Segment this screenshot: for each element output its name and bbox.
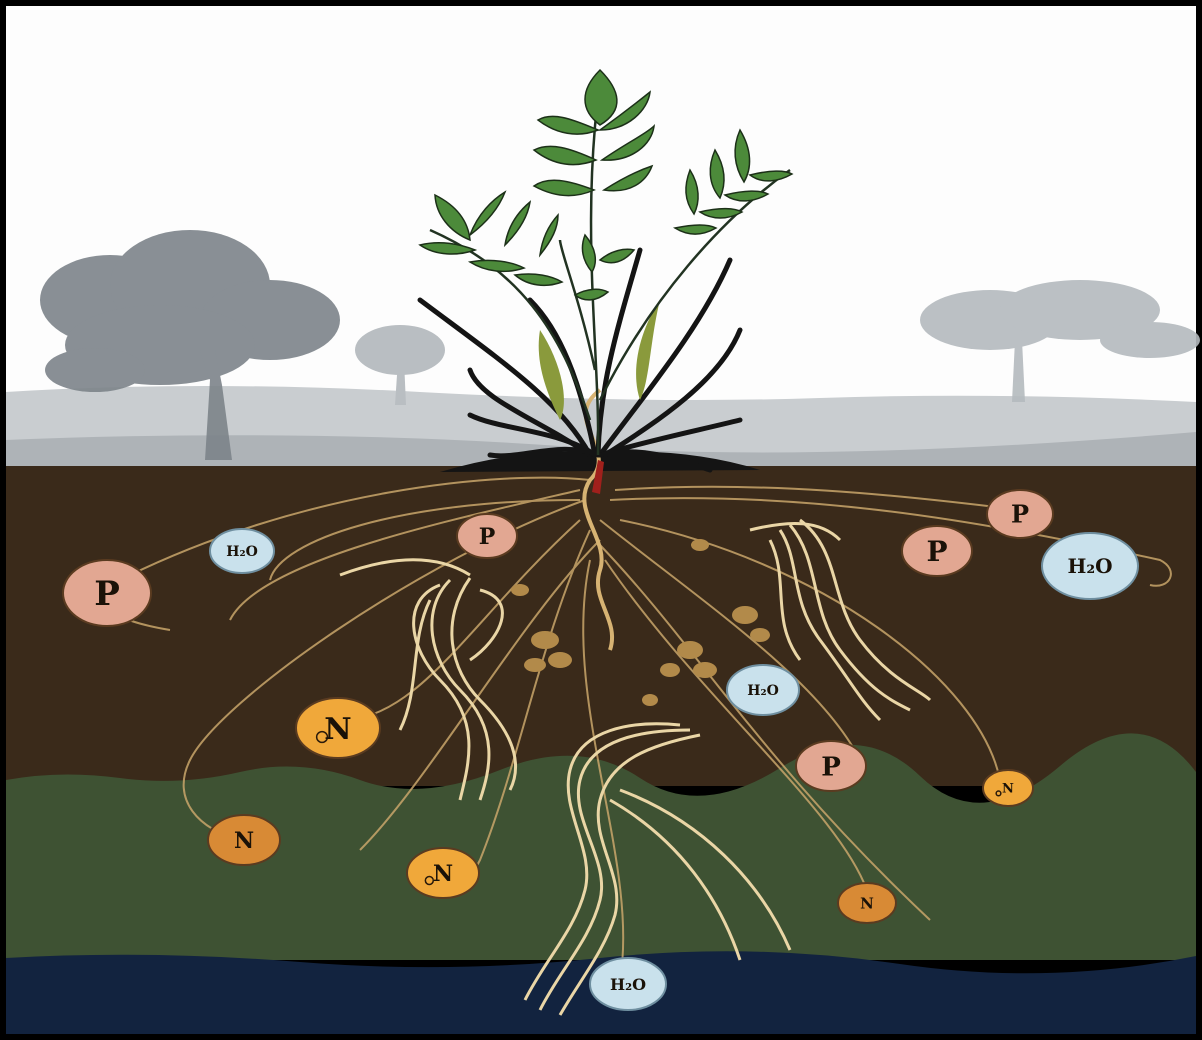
water-badge: H₂O bbox=[1042, 533, 1138, 599]
phosphorus-badge: P bbox=[63, 560, 151, 626]
nitrogen-badge: N bbox=[407, 848, 479, 898]
water-badge-label: H₂O bbox=[610, 975, 646, 994]
phosphorus-badge-label: P bbox=[926, 535, 947, 568]
nitrogen-badge-label: N bbox=[324, 712, 351, 747]
phosphorus-badge: P bbox=[987, 490, 1053, 538]
nitrogen-badge: N bbox=[296, 698, 380, 758]
phosphorus-badge: P bbox=[902, 526, 972, 576]
nitrogen-badge-label: N bbox=[234, 828, 254, 854]
nitrogen-badge-label: N bbox=[1002, 782, 1014, 797]
water-badge-label: H₂O bbox=[747, 683, 779, 699]
nitrogen-badge-label: N bbox=[860, 894, 874, 912]
nitrogen-badge: N bbox=[208, 815, 280, 865]
water-badge-label: H₂O bbox=[226, 544, 258, 560]
water-badge-label: H₂O bbox=[1067, 554, 1112, 578]
phosphorus-badge-label: P bbox=[479, 524, 496, 550]
phosphorus-badge-label: P bbox=[94, 574, 120, 614]
water-badge: H₂O bbox=[727, 665, 799, 715]
phosphorus-badge-label: P bbox=[821, 752, 841, 782]
nitrogen-badge-label: N bbox=[433, 861, 453, 887]
phosphorus-badge: P bbox=[457, 514, 517, 558]
nitrogen-badge: N bbox=[983, 770, 1033, 806]
water-badge: H₂O bbox=[590, 958, 666, 1010]
phosphorus-badge: P bbox=[796, 741, 866, 791]
nitrogen-badge: N bbox=[838, 883, 896, 923]
water-badge: H₂O bbox=[210, 529, 274, 573]
phosphorus-badge-label: P bbox=[1011, 500, 1029, 529]
